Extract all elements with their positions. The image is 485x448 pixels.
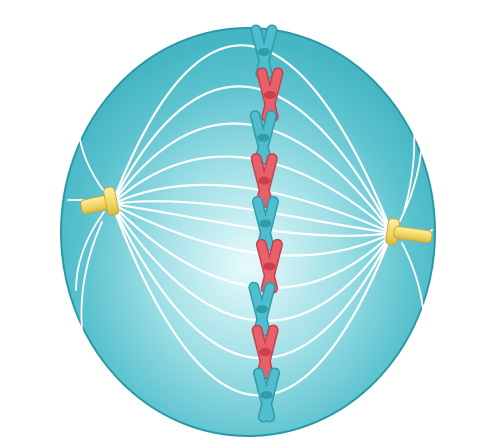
chromosome-teal — [248, 281, 276, 337]
spindle-fiber — [110, 202, 394, 322]
spindle-fiber — [110, 155, 394, 235]
left-centrosome — [80, 186, 120, 216]
spindle-fiber — [110, 202, 394, 257]
chromosome-teal — [253, 367, 281, 423]
spindle-fiber — [110, 44, 394, 235]
astral-fiber — [403, 94, 416, 212]
chromosome-teal — [250, 24, 278, 80]
chromosome-red — [251, 324, 279, 380]
chromosomes-metaphase-plate — [248, 24, 284, 423]
chromosome-teal — [249, 110, 277, 166]
astral-fiber — [80, 221, 103, 331]
spindle-fiber — [110, 122, 394, 235]
chromosome-red — [250, 153, 278, 209]
spindle-fiber — [110, 202, 394, 397]
astral-fiber — [77, 119, 107, 195]
astral-fiber — [401, 242, 426, 341]
spindle-fiber — [110, 183, 394, 235]
chromosome-red — [255, 238, 283, 294]
right-centrosome — [385, 218, 433, 246]
chromosome-teal — [251, 196, 279, 251]
spindle-fiber — [110, 85, 394, 235]
spindle-fiber — [110, 202, 394, 360]
chromosome-red — [256, 67, 284, 123]
spindle-fiber — [110, 200, 394, 235]
spindle-fibers — [67, 44, 433, 397]
spindle-fiber — [110, 202, 394, 237]
astral-fiber — [75, 211, 105, 291]
